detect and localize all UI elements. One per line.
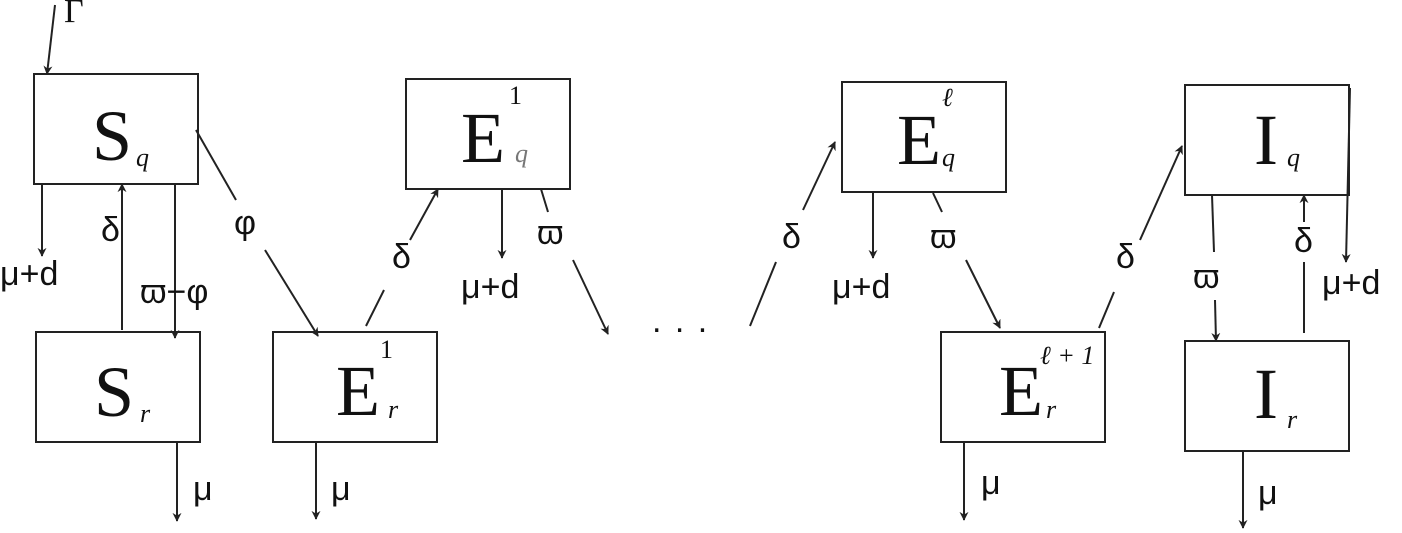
edge-inflow-arrow xyxy=(43,4,56,75)
edge-sr-to-sq-label: δ xyxy=(101,211,120,249)
node-elq: E ℓ q xyxy=(841,81,1007,193)
edge-iq-death-arrow xyxy=(1341,87,1351,263)
edge-sq-to-e1r-line1 xyxy=(195,129,237,201)
node-iq: I q xyxy=(1184,84,1350,196)
node-ir-main: I xyxy=(1254,354,1278,434)
edge-e1q-out-line1 xyxy=(540,188,549,213)
edge-e1r-to-e1q-label: δ xyxy=(392,238,411,276)
node-e1r: E 1 r xyxy=(272,331,438,443)
node-ir-sub: r xyxy=(1287,405,1298,434)
node-iq-main: I xyxy=(1254,100,1278,180)
edge-e1q-death-label: μ+d xyxy=(461,268,519,306)
node-sq: S q xyxy=(33,73,199,185)
edge-elq-to-elr-line1 xyxy=(932,192,943,213)
node-elq-sub: q xyxy=(942,143,955,172)
ellipsis: . . . xyxy=(652,302,709,340)
node-e1q-sub: q xyxy=(515,139,528,168)
node-elq-main: E xyxy=(897,100,941,180)
node-sq-sub: q xyxy=(136,143,149,172)
node-e1q: E 1 q xyxy=(405,78,571,190)
node-sr-main: S xyxy=(94,352,134,432)
edge-sq-to-e1r-arrow xyxy=(264,249,319,337)
edge-e1r-to-e1q-arrow xyxy=(409,188,439,241)
node-elr-sup: ℓ + 1 xyxy=(1040,341,1094,370)
node-elq-sup: ℓ xyxy=(942,83,953,112)
edge-sq-death-label: μ+d xyxy=(0,255,58,293)
edge-elr-to-iq-line1 xyxy=(1098,291,1115,329)
edge-sr-death-label: μ xyxy=(193,470,213,508)
edge-iq-to-ir-arrow xyxy=(1211,299,1221,342)
edge-iq-to-ir-label: ϖ xyxy=(1193,258,1220,296)
edge-elq-death-label: μ+d xyxy=(832,268,890,306)
edge-e1r-death-label: μ xyxy=(331,470,351,508)
edge-ir-to-iq-label: δ xyxy=(1294,222,1313,260)
edge-elq-to-elr-arrow xyxy=(965,259,1001,329)
node-sr-sub: r xyxy=(140,399,151,428)
edge-to-elq-label: δ xyxy=(782,218,801,256)
edge-iq-to-ir-line1 xyxy=(1211,194,1215,253)
edge-inflow-label: Γ xyxy=(64,0,84,30)
node-elr-main: E xyxy=(999,351,1043,431)
edge-elr-to-iq-label: δ xyxy=(1116,238,1135,276)
edge-e1q-out-label: ϖ xyxy=(537,214,564,252)
edge-to-elq-arrow xyxy=(802,141,836,211)
node-e1r-sup: 1 xyxy=(380,335,393,364)
node-sr: S r xyxy=(35,331,201,443)
edge-e1q-out-arrow xyxy=(572,259,609,335)
edge-ir-death-label: μ xyxy=(1258,474,1278,512)
node-sq-main: S xyxy=(92,96,132,176)
node-e1q-main: E xyxy=(461,98,505,178)
edge-sq-to-e1r-label: φ xyxy=(234,204,256,242)
edge-elr-to-iq-arrow xyxy=(1139,145,1183,241)
node-ir: I r xyxy=(1184,340,1350,452)
edge-elq-to-elr-label: ϖ xyxy=(930,218,957,256)
node-e1q-sup: 1 xyxy=(509,81,522,110)
node-elr: E ℓ + 1 r xyxy=(940,331,1106,443)
edge-sq-to-sr-label: ϖ−φ xyxy=(140,273,208,311)
node-iq-sub: q xyxy=(1287,143,1300,172)
node-e1r-main: E xyxy=(336,351,380,431)
edge-to-elq-line1 xyxy=(749,261,777,327)
node-e1r-sub: r xyxy=(388,395,399,424)
node-elr-sub: r xyxy=(1046,395,1057,424)
edge-elr-death-label: μ xyxy=(981,464,1001,502)
edge-iq-death-label: μ+d xyxy=(1322,264,1380,302)
edge-e1r-to-e1q-line1 xyxy=(365,289,385,327)
